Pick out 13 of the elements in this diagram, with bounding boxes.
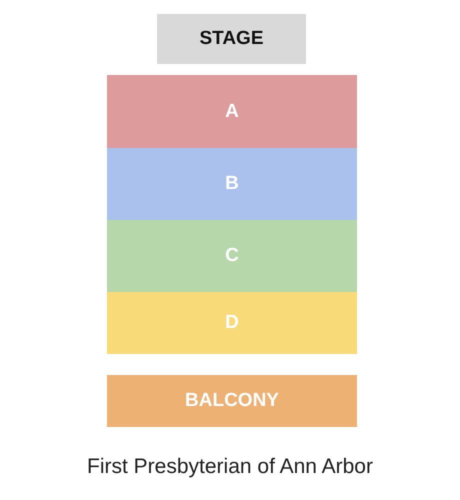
section-label: C	[225, 245, 239, 267]
venue-caption: First Presbyterian of Ann Arbor	[87, 455, 373, 478]
section-label: BALCONY	[185, 390, 279, 412]
seating-section	[107, 292, 357, 354]
stage-area	[157, 14, 306, 64]
balcony-section	[107, 375, 357, 427]
section-label: A	[225, 100, 239, 122]
section-label: B	[225, 173, 239, 195]
seating-section	[107, 220, 357, 292]
section-label: D	[225, 312, 239, 334]
seating-section	[107, 75, 357, 148]
section-label: STAGE	[199, 28, 264, 50]
seating-section	[107, 148, 357, 220]
